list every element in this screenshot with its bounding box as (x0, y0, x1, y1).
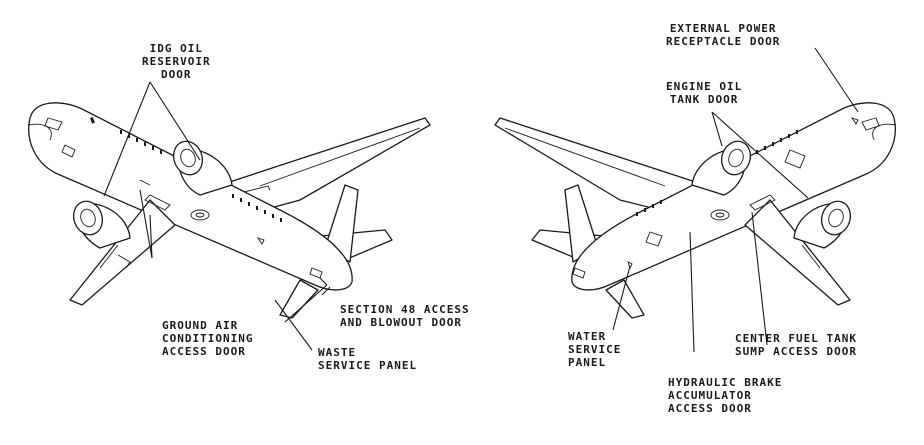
right-aircraft-near-engine (793, 200, 852, 249)
right-aircraft (494, 102, 897, 319)
left-aircraft-leader-lines (103, 81, 331, 351)
left-aircraft-windows (90, 116, 282, 222)
left-aircraft (27, 102, 431, 319)
left-aircraft-fuselage (28, 102, 353, 291)
label-engine-oil-tank-door: ENGINE OIL TANK DOOR (666, 80, 743, 106)
left-aircraft-near-wing (69, 199, 176, 306)
label-water-service-panel: WATER SERVICE PANEL (568, 330, 622, 369)
left-aircraft-near-engine (72, 200, 131, 249)
label-external-power-receptacle-door: EXTERNAL POWER RECEPTACLE DOOR (666, 22, 781, 48)
label-center-fuel-tank-sump-access-door: CENTER FUEL TANK SUMP ACCESS DOOR (735, 332, 857, 358)
right-aircraft-far-engine (691, 140, 752, 196)
label-section-48-access-and-blowout-door: SECTION 48 ACCESS AND BLOWOUT DOOR (340, 303, 470, 329)
left-aircraft-hstab-left (279, 279, 319, 319)
label-ground-air-conditioning-access-door: GROUND AIR CONDITIONING ACCESS DOOR (162, 319, 254, 358)
right-aircraft-hstab-lower (605, 279, 645, 319)
label-hydraulic-brake-accumulator-access-door: HYDRAULIC BRAKE ACCUMULATOR ACCESS DOOR (668, 376, 783, 415)
label-idg-oil-reservoir-door: IDG OIL RESERVOIR DOOR (142, 42, 211, 81)
right-aircraft-leader-lines (612, 47, 859, 353)
right-aircraft-near-wing (744, 199, 851, 306)
right-aircraft-fuselage (571, 102, 896, 291)
label-waste-service-panel: WASTE SERVICE PANEL (318, 346, 418, 372)
left-aircraft-far-engine (172, 140, 233, 196)
